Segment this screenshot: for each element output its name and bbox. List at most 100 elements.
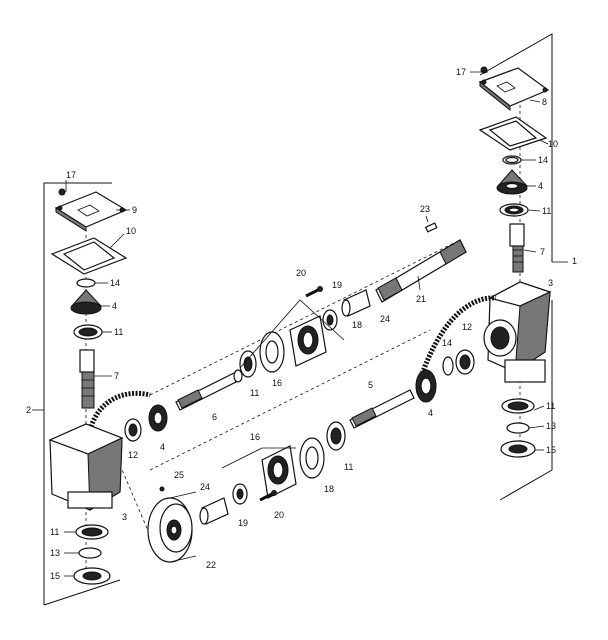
callout-20-bottom: 20 <box>274 510 284 520</box>
seal-left <box>124 418 142 442</box>
bearing-bottom-row <box>326 421 346 451</box>
callout-11-left-top: 11 <box>114 327 123 337</box>
gearbox-housing-left <box>48 423 124 511</box>
pinion-shaft-right <box>509 223 525 273</box>
callout-25: 25 <box>174 470 184 480</box>
callout-20-top: 20 <box>296 268 306 278</box>
gasket-bottom-row <box>299 437 325 479</box>
bevel-gear-left-top <box>70 289 103 315</box>
bevel-gear-right-top <box>496 169 529 195</box>
bearing-19-bottom <box>232 483 248 505</box>
callout-4-left-side: 4 <box>160 442 165 452</box>
callout-14-right-side: 14 <box>442 338 452 348</box>
callout-12-left: 12 <box>128 450 138 460</box>
callout-24-top: 24 <box>380 314 390 324</box>
callout-8: 8 <box>542 97 547 107</box>
bearing-19-top <box>322 309 338 331</box>
callout-10-right: 10 <box>548 139 558 149</box>
callout-12-right: 12 <box>462 322 472 332</box>
callout-5: 5 <box>368 380 373 390</box>
pinion-shaft-left <box>79 349 95 409</box>
callout-3-left: 3 <box>122 512 127 522</box>
bolt-top <box>305 286 323 298</box>
shaft-top-long <box>375 239 467 303</box>
bearing-left-bottom <box>75 524 109 540</box>
cover-plate-right <box>478 67 550 112</box>
callout-13-right: 13 <box>546 421 556 431</box>
callout-4-right-top: 4 <box>538 181 543 191</box>
callout-21: 21 <box>416 294 426 304</box>
callout-13-left: 13 <box>50 548 60 558</box>
callout-3-right: 3 <box>548 278 553 288</box>
seal-right-bottom <box>500 440 536 458</box>
callout-7-right: 7 <box>540 247 545 257</box>
splined-shaft-bottom <box>349 389 415 429</box>
bevel-gear-right-side <box>415 369 437 403</box>
snap-ring-right-side <box>442 356 454 376</box>
snap-ring-right-bottom <box>506 422 530 434</box>
callout-18-bottom: 18 <box>324 484 334 494</box>
bolt-bottom <box>259 490 277 502</box>
callout-19-top: 19 <box>332 280 342 290</box>
callout-9: 9 <box>132 205 137 215</box>
callout-15-left: 15 <box>50 571 60 581</box>
callout-14-right-top: 14 <box>538 155 548 165</box>
key-23 <box>424 222 438 233</box>
callout-17-right: 17 <box>456 67 466 77</box>
bearing-right-top <box>499 203 529 217</box>
snap-ring-left <box>76 278 96 288</box>
sleeve-top <box>341 289 371 317</box>
callout-18-top: 18 <box>352 320 362 330</box>
callout-4-left-top: 4 <box>112 301 117 311</box>
callout-2: 2 <box>26 405 31 415</box>
leader-lines <box>64 71 549 577</box>
callout-14-left: 14 <box>110 278 120 288</box>
snap-ring-left-bottom <box>78 547 102 559</box>
bearing-right-bottom <box>501 398 535 414</box>
callout-16-top: 16 <box>272 378 282 388</box>
wire-loop-right <box>417 295 497 381</box>
callout-11-top-row: 11 <box>250 388 259 398</box>
callout-7-left: 7 <box>114 371 119 381</box>
screw-right <box>480 66 488 74</box>
callout-19-bottom: 19 <box>238 518 248 528</box>
seal-left-bottom <box>73 567 111 585</box>
callout-16-bottom: 16 <box>250 432 260 442</box>
bearing-left-top <box>73 324 103 340</box>
callout-11-right-bottom: 11 <box>546 401 555 411</box>
splined-shaft-top <box>175 369 243 411</box>
bevel-gear-left-side <box>148 404 168 432</box>
callout-23: 23 <box>420 204 430 214</box>
gasket-right <box>478 116 548 151</box>
callout-11-right-top: 11 <box>542 206 551 216</box>
callout-labels: 1 2 3 3 4 4 4 4 5 6 7 7 8 9 10 10 11 11 … <box>26 67 577 581</box>
callout-15-right: 15 <box>546 445 556 455</box>
set-screw-25 <box>159 486 165 492</box>
bearing-top-row <box>239 350 257 378</box>
pulley <box>147 491 197 563</box>
sleeve-bottom <box>199 497 229 525</box>
bearing-flange-bottom <box>261 445 297 499</box>
callout-22: 22 <box>206 560 216 570</box>
cover-plate-left <box>54 191 128 232</box>
callout-10-left: 10 <box>126 226 136 236</box>
callout-17-left: 17 <box>66 170 76 180</box>
subassembly-bracket-bottom <box>221 447 296 469</box>
right-assembly-frame <box>479 33 568 501</box>
subassembly-bracket-top <box>239 299 345 369</box>
screw-left <box>58 188 66 196</box>
seal-right <box>455 349 475 375</box>
callout-4-right-side: 4 <box>428 408 433 418</box>
bearing-flange-top <box>289 315 327 367</box>
gearbox-housing-right <box>483 281 552 383</box>
callout-11-bottom-row: 11 <box>344 462 353 472</box>
callout-6: 6 <box>212 412 217 422</box>
left-assembly-frame <box>32 182 121 606</box>
wire-loop-left <box>87 390 151 431</box>
callout-11-left-bottom: 11 <box>50 527 59 537</box>
snap-ring-right <box>502 155 522 165</box>
gasket-left <box>50 237 128 275</box>
callout-24-bottom: 24 <box>200 482 210 492</box>
gasket-top-row <box>259 331 285 373</box>
